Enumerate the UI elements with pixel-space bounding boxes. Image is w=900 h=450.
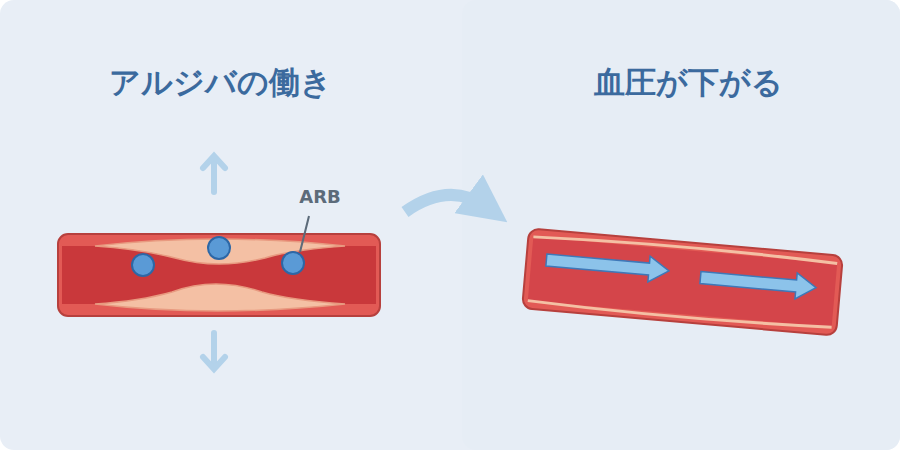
leader-line xyxy=(300,216,309,252)
part-name: ARB xyxy=(299,186,341,207)
heading: 血圧が下がる xyxy=(594,62,783,104)
background-panel xyxy=(462,0,900,450)
heading: アルジバの働き xyxy=(109,62,332,104)
transition-arrow xyxy=(405,195,488,212)
narrow-vessel xyxy=(58,234,380,316)
wide-vessel xyxy=(522,228,843,335)
